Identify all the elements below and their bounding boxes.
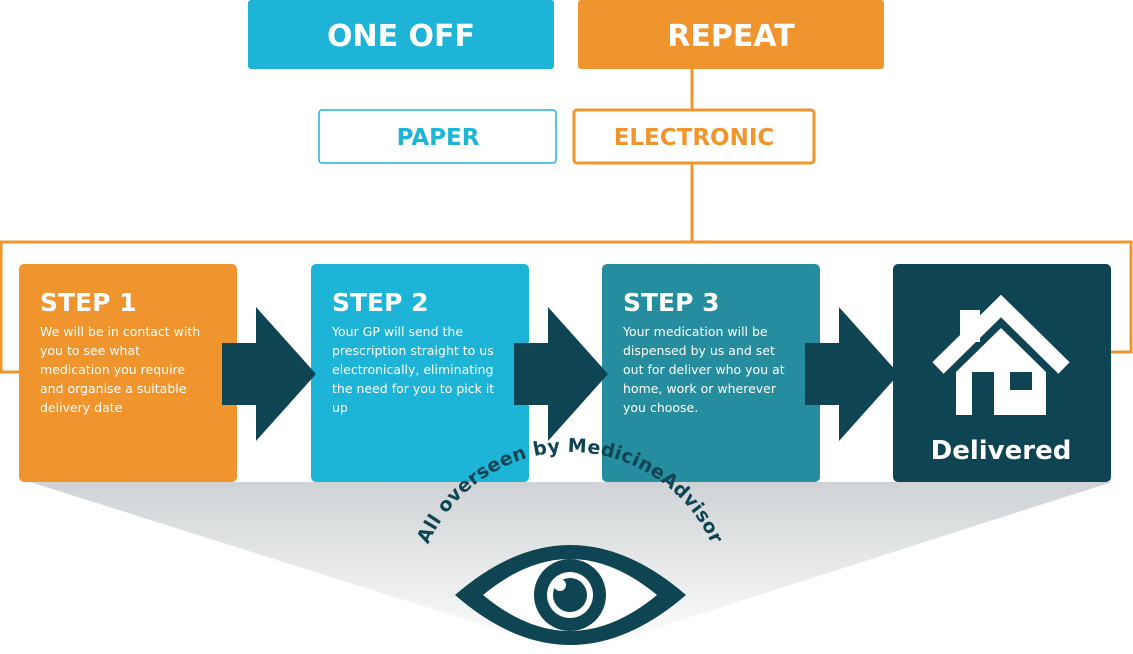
- one-off-option: ONE OFF: [248, 0, 554, 69]
- delivered-label: Delivered: [931, 436, 1072, 466]
- step-3-card: STEP 3 Your medication will be dispensed…: [602, 264, 820, 482]
- step-3-title: STEP 3: [623, 288, 720, 317]
- step-2-card: STEP 2 Your GP will send the prescriptio…: [311, 264, 529, 482]
- electronic-option: ELECTRONIC: [572, 108, 816, 165]
- eye-icon: [455, 545, 686, 645]
- steps-right-connector: [692, 240, 1133, 354]
- electronic-to-steps-connector: [0, 163, 694, 374]
- step-2-description: Your GP will send the prescription strai…: [331, 324, 498, 415]
- step-1-description: We will be in contact with you to see wh…: [40, 324, 204, 415]
- repeat-label: REPEAT: [667, 19, 795, 54]
- step-1-title: STEP 1: [40, 288, 137, 317]
- house-icon: [932, 294, 1070, 415]
- arrow-right-icon: [222, 307, 316, 441]
- step-1-card: STEP 1 We will be in contact with you to…: [19, 264, 237, 482]
- paper-option: PAPER: [318, 109, 557, 164]
- step-2-title: STEP 2: [332, 288, 429, 317]
- delivered-card: Delivered: [893, 264, 1111, 482]
- one-off-label: ONE OFF: [327, 19, 475, 54]
- arrow-right-icon: [805, 307, 899, 441]
- arrow-right-icon: [514, 307, 608, 441]
- step-3-description: Your medication will be dispensed by us …: [622, 324, 789, 415]
- repeat-option: REPEAT: [578, 0, 884, 69]
- electronic-label: ELECTRONIC: [614, 125, 775, 151]
- paper-label: PAPER: [397, 125, 480, 151]
